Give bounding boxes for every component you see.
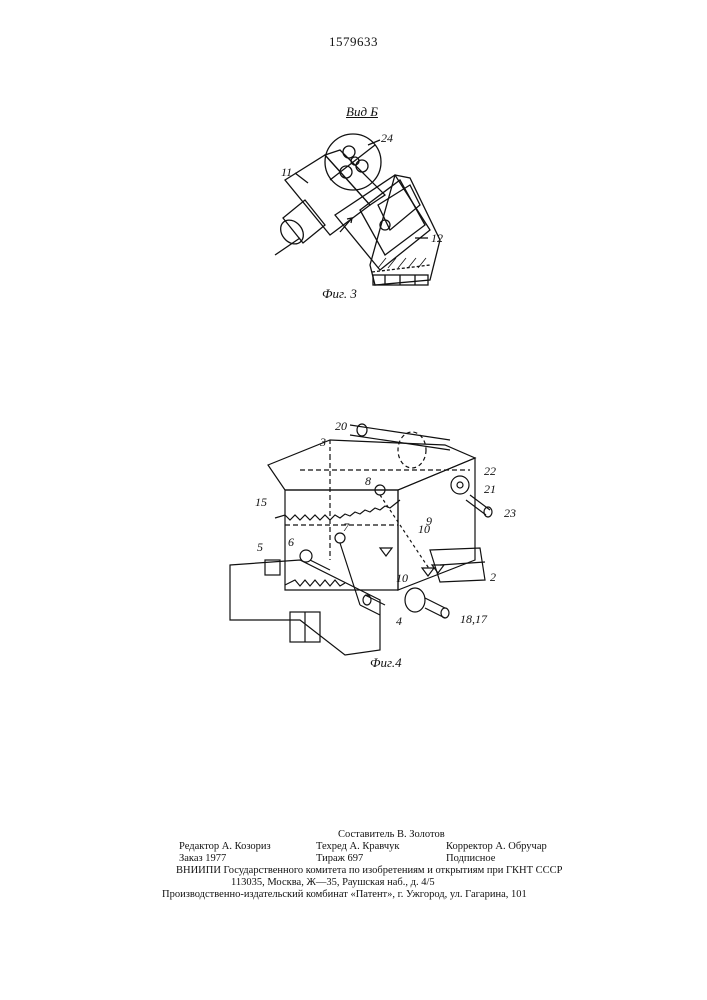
fig4-roller-1817 xyxy=(405,588,425,612)
fig4-label-3: 3 xyxy=(320,436,326,448)
fig4-pulley-7 xyxy=(335,533,345,543)
credit-compiler: Составитель В. Золотов xyxy=(338,829,445,841)
fig4-label-6: 6 xyxy=(288,536,294,548)
credit-editor: Редактор А. Козориз xyxy=(179,841,271,853)
fig4-label-20: 20 xyxy=(335,420,347,432)
credit-subscription: Подписное xyxy=(446,853,495,865)
credit-circulation: Тираж 697 xyxy=(316,853,363,865)
fig4-label-15: 15 xyxy=(255,496,267,508)
fig4-label-22: 22 xyxy=(484,465,496,477)
credit-vniipi: ВНИИПИ Государственного комитета по изоб… xyxy=(176,865,563,877)
fig4-label-8: 8 xyxy=(365,475,371,487)
fig4-main-box xyxy=(285,490,398,590)
fig4-label-21: 21 xyxy=(484,483,496,495)
fig4-label-2: 2 xyxy=(490,571,496,583)
fig4-label-5: 5 xyxy=(257,541,263,553)
fig4-roller-22 xyxy=(451,476,469,494)
credit-order: Заказ 1977 xyxy=(179,853,226,865)
credit-address: 113035, Москва, Ж—35, Раушская наб., д. … xyxy=(231,877,435,889)
fig4-label-10a: 10 xyxy=(418,523,430,535)
fig4-label-4: 4 xyxy=(396,615,402,627)
credit-corrector: Корректор А. Обручар xyxy=(446,841,547,853)
fig4-label-23: 23 xyxy=(504,507,516,519)
fig4-caption: Фиг.4 xyxy=(370,655,402,671)
credit-techred: Техред А. Кравчук xyxy=(316,841,399,853)
credit-publisher: Производственно-издательский комбинат «П… xyxy=(162,889,527,901)
fig4-label-10b: 10 xyxy=(396,572,408,584)
fig4-label-7: 7 xyxy=(343,521,349,533)
fig4-rack xyxy=(275,500,400,520)
fig4-carriage-top xyxy=(268,440,475,490)
fig4-label-1817: 18,17 xyxy=(460,613,487,625)
